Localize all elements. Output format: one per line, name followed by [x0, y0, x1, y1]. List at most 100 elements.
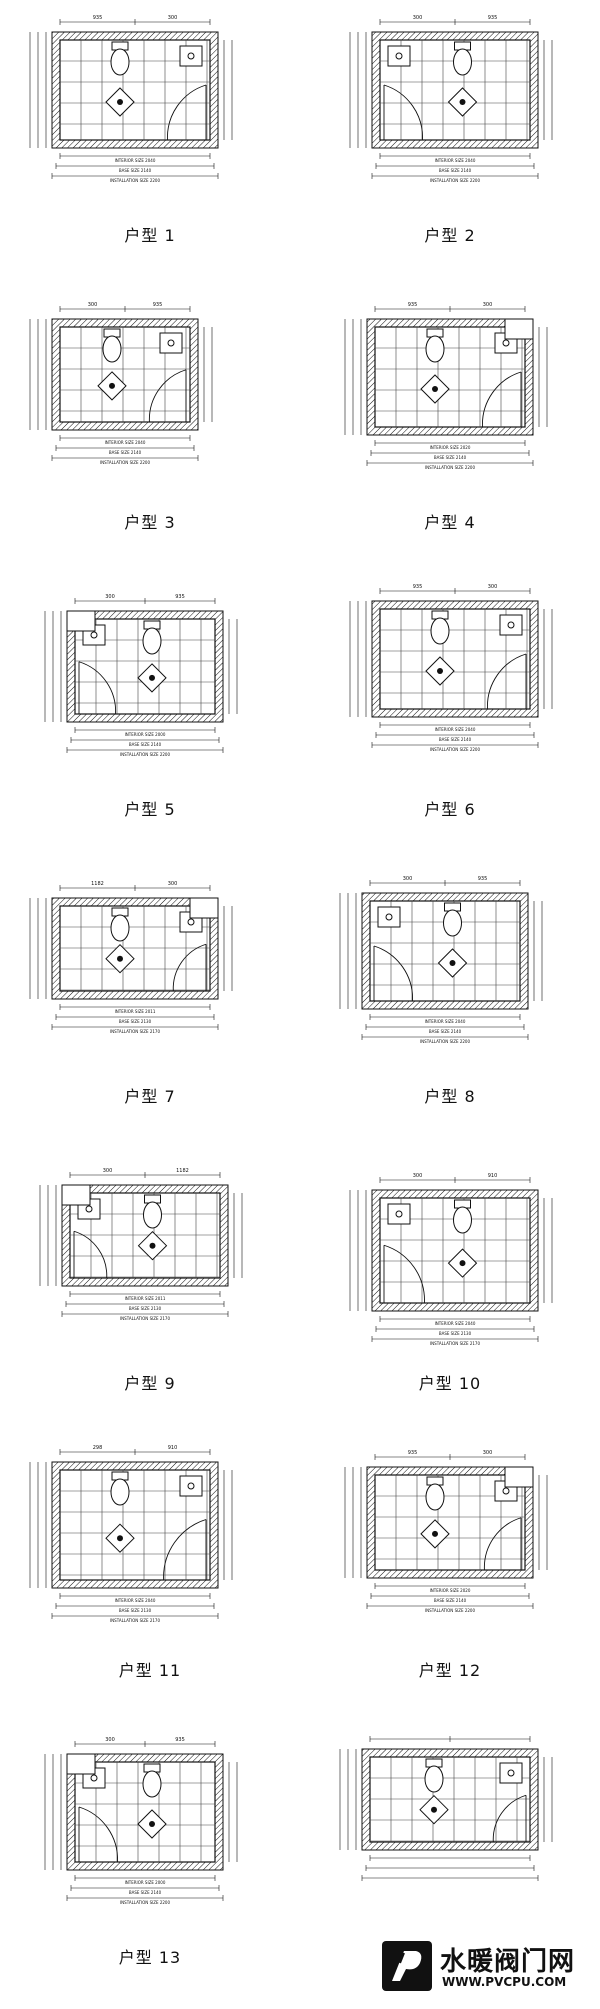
dim-install: INSTALLATION SIZE 2200	[110, 178, 160, 183]
floor-drain-icon	[447, 87, 478, 117]
wall-jog	[504, 318, 534, 340]
dim-base: BASE SIZE 2140	[434, 1598, 467, 1603]
dim-top-b: 935	[175, 594, 185, 600]
dim-interior: INTERIOR SIZE 2040	[115, 1598, 156, 1603]
dim-interior: INTERIOR SIZE 2020	[430, 1588, 471, 1593]
door-swing-icon	[487, 653, 527, 710]
toilet-icon	[453, 41, 472, 76]
site-watermark: 水暖阀门网 WWW.PVCPU.COM	[382, 1937, 592, 1995]
toilet-icon	[425, 328, 445, 363]
floor-drain-icon	[137, 1809, 167, 1839]
toilet-icon	[143, 1194, 162, 1229]
dim-top-b: 935	[478, 876, 488, 882]
dim-install: INSTALLATION SIZE 2200	[420, 1039, 470, 1044]
top-dimension	[74, 1741, 216, 1747]
floorplan-caption: 户型 6	[424, 800, 476, 819]
sink-icon	[179, 1475, 203, 1497]
dim-install: INSTALLATION SIZE 2200	[425, 465, 475, 470]
floorplan-caption: 户型 10	[418, 1374, 482, 1393]
door-swing-icon	[483, 1517, 522, 1571]
floor-drain-icon	[420, 1519, 450, 1549]
dim-top-a: 300	[103, 1168, 113, 1174]
sink-icon	[179, 45, 203, 67]
side-dimensions	[349, 601, 553, 717]
sink-icon	[387, 45, 411, 67]
bottom-dimensions	[366, 1583, 534, 1609]
dim-install: INSTALLATION SIZE 2170	[120, 1316, 170, 1321]
door-swing-icon	[383, 84, 423, 141]
side-dimensions	[29, 1462, 233, 1588]
floor-drain-icon	[437, 948, 468, 978]
top-dimension	[369, 1736, 531, 1742]
wall-jog	[504, 1466, 534, 1488]
dim-top-a: 935	[413, 584, 423, 590]
floorplan-caption: 户型 11	[118, 1661, 182, 1680]
dim-install: INSTALLATION SIZE 2200	[100, 460, 150, 465]
dim-base: BASE SIZE 2130	[119, 1608, 152, 1613]
watermark-title: 水暖阀门网	[440, 1947, 576, 1977]
bottom-dimensions	[371, 722, 539, 748]
door-swing-icon	[73, 1230, 108, 1279]
bottom-dimensions	[51, 153, 219, 179]
dim-top-b: 935	[175, 1737, 185, 1743]
dim-install: INSTALLATION SIZE 2200	[120, 752, 170, 757]
floor-drain-icon	[137, 663, 167, 693]
floor-drain-icon	[420, 374, 450, 404]
sink-icon	[499, 614, 523, 636]
bottom-dimensions	[51, 1004, 219, 1030]
door-swing-icon	[167, 84, 207, 141]
dim-top-a: 935	[93, 15, 103, 21]
bottom-dimensions	[66, 727, 224, 753]
door-swing-icon	[383, 1244, 425, 1304]
floorplan-drawing	[339, 1736, 553, 1881]
dim-top-a: 935	[408, 1450, 418, 1456]
floorplan-caption: 户型 1	[124, 226, 176, 245]
side-dimensions	[44, 611, 238, 722]
side-dimensions	[349, 1190, 553, 1311]
side-dimensions	[339, 1749, 553, 1850]
top-dimension	[69, 1172, 221, 1178]
floor-drain-icon	[447, 1248, 478, 1278]
top-dimension	[374, 306, 526, 312]
dim-interior: INTERIOR SIZE 2000	[125, 1880, 166, 1885]
side-dimensions	[44, 1754, 238, 1870]
dim-interior: INTERIOR SIZE 2040	[115, 158, 156, 163]
toilet-icon	[110, 907, 130, 942]
dim-interior: INTERIOR SIZE 2020	[430, 445, 471, 450]
dim-install: INSTALLATION SIZE 2200	[430, 178, 480, 183]
dim-base: BASE SIZE 2140	[439, 737, 472, 742]
dim-install: INSTALLATION SIZE 2170	[110, 1618, 160, 1623]
dim-top-b: 910	[168, 1445, 178, 1451]
dim-top-a: 300	[403, 876, 413, 882]
door-swing-icon	[172, 943, 207, 992]
floor-tiles	[375, 327, 525, 427]
dim-top-b: 300	[168, 881, 178, 887]
floorplan-caption: 户型 4	[424, 513, 476, 532]
bottom-dimensions	[66, 1875, 224, 1901]
dim-install: INSTALLATION SIZE 2200	[120, 1900, 170, 1905]
dim-base: BASE SIZE 2140	[129, 1890, 162, 1895]
dim-top-a: 300	[88, 302, 98, 308]
dim-top-b: 935	[488, 15, 498, 21]
side-dimensions	[344, 319, 548, 435]
floorplan-caption: 户型 3	[124, 513, 176, 532]
dim-base: BASE SIZE 2140	[429, 1029, 462, 1034]
dim-interior: INTERIOR SIZE 2040	[435, 727, 476, 732]
door-swing-icon	[78, 661, 117, 715]
top-dimension	[379, 588, 531, 594]
